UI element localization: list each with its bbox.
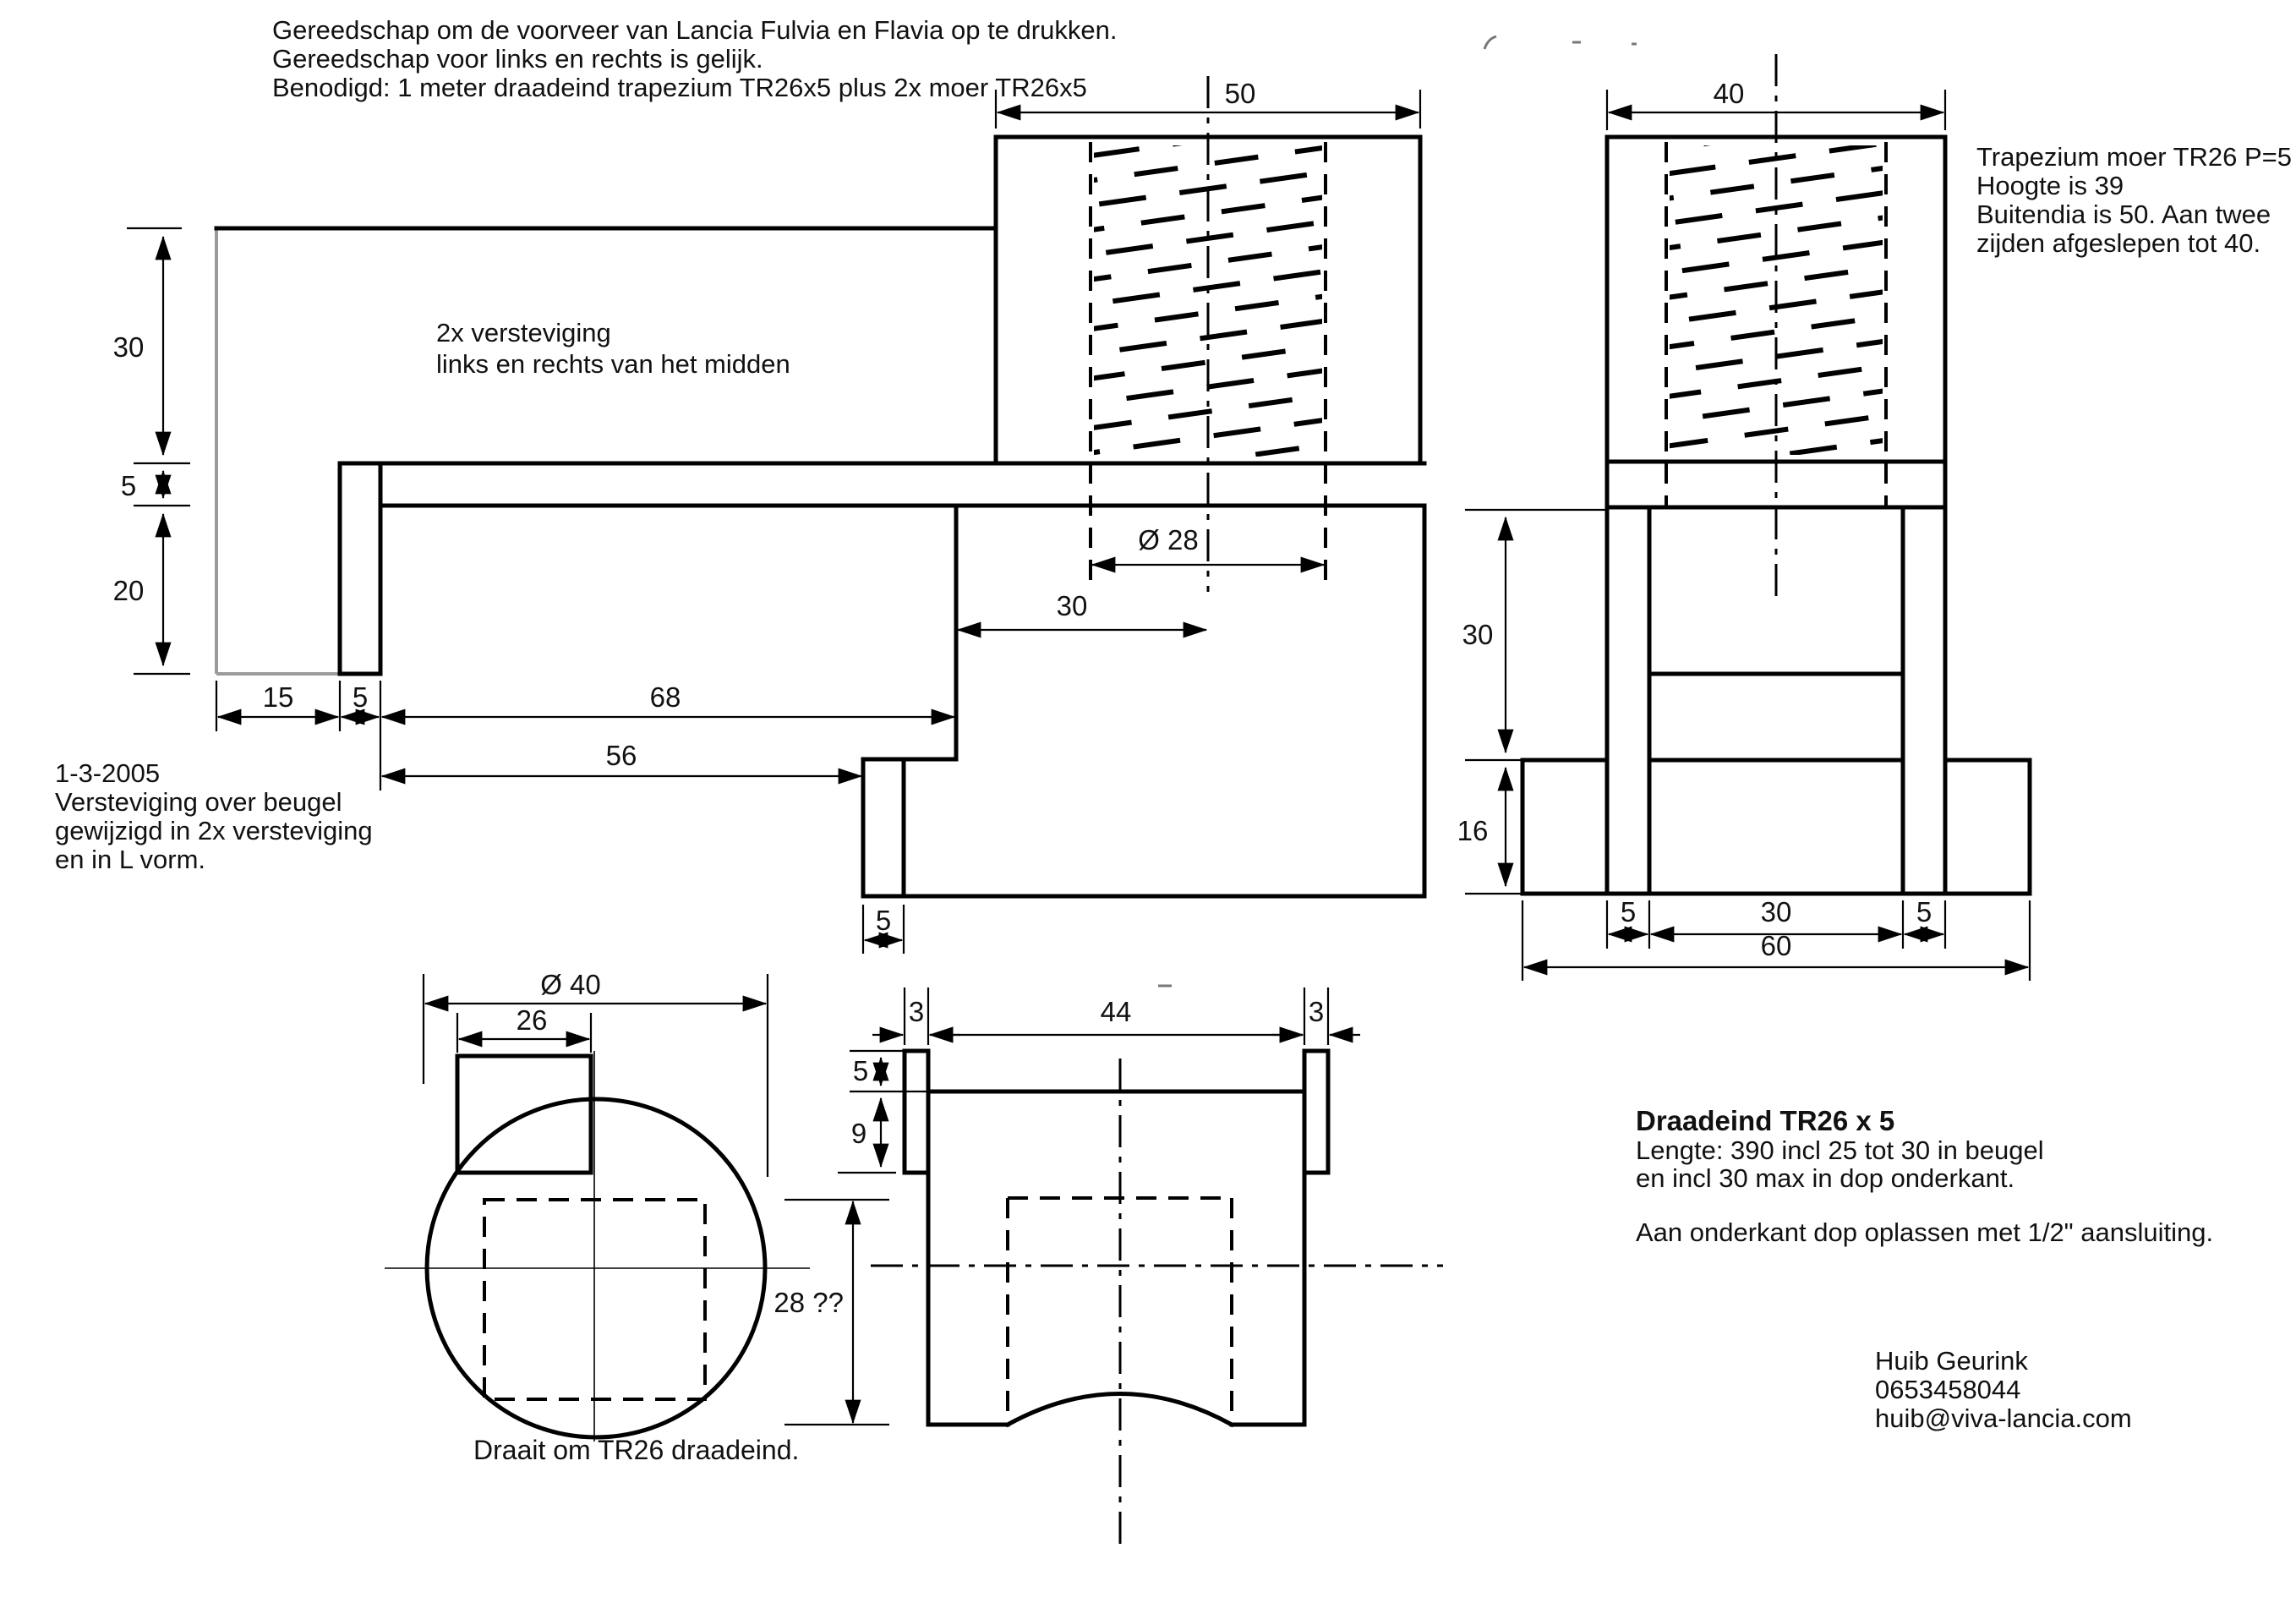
rod-note: Draadeind TR26 x 5 Lengte: 390 incl 25 t… — [1636, 1105, 2213, 1247]
title-line-1: Gereedschap om de voorveer van Lancia Fu… — [272, 15, 1117, 45]
rod-note-line-1: Lengte: 390 incl 25 tot 30 in beugel — [1636, 1135, 2044, 1165]
dim-label-side-68: 68 — [650, 681, 681, 713]
title-block: Gereedschap om de voorveer van Lancia Fu… — [272, 15, 1117, 102]
revision-line-4: en in L vorm. — [55, 845, 205, 874]
dim-label-side-5: 5 — [121, 470, 136, 501]
side-dim-50-ext — [994, 90, 1422, 129]
dim-label-front-40: 40 — [1714, 78, 1745, 109]
front-note-line-4: zijden afgeslepen tot 40. — [1976, 228, 2260, 258]
front-note-line-2: Hoogte is 39 — [1976, 171, 2124, 200]
dim-label-side-30: 30 — [113, 331, 145, 363]
revision-line-1: 1-3-2005 — [55, 758, 160, 788]
dim-label-cap-dia40: Ø 40 — [540, 969, 601, 1000]
dim-label-sec-44: 44 — [1101, 996, 1132, 1027]
revision-note: 1-3-2005 Versteviging over beugel gewijz… — [55, 758, 373, 874]
front-base-block — [1520, 758, 2032, 896]
dim-label-sec-9: 9 — [851, 1118, 866, 1149]
contact-phone: 0653458044 — [1875, 1375, 2020, 1404]
dim-label-front-5l: 5 — [1621, 896, 1636, 927]
dim-label-side-30b: 30 — [1057, 590, 1088, 621]
side-note-line-2: links en rechts van het midden — [436, 349, 790, 379]
front-bottom-dim-ext — [1521, 900, 2031, 981]
front-dim-40-ext — [1605, 90, 1947, 130]
l-reinforcement-outline — [215, 230, 340, 676]
cap-section-centerlines — [871, 1059, 1443, 1547]
cap-26-ext — [456, 1013, 593, 1053]
cap-dia40-ext — [422, 974, 769, 1177]
dim-label-front-60: 60 — [1761, 930, 1792, 961]
rod-note-line-2: en incl 30 max in dop onderkant. — [1636, 1163, 2014, 1193]
title-line-2: Gereedschap voor links en rechts is geli… — [272, 44, 763, 74]
side-note-line-1: 2x versteviging — [436, 318, 611, 347]
dim-label-side-5b: 5 — [353, 681, 368, 713]
dim-label-front-5r: 5 — [1916, 896, 1932, 927]
rod-note-heading: Draadeind TR26 x 5 — [1636, 1105, 1894, 1136]
dim-label-front-16: 16 — [1457, 815, 1489, 846]
cap-section-top-dim-ext — [903, 988, 1330, 1045]
dim-label-front-30: 30 — [1462, 619, 1494, 650]
cap-section-right-lip — [1302, 1048, 1331, 1175]
scan-artifacts — [1483, 35, 1637, 50]
contact-name: Huib Geurink — [1875, 1346, 2028, 1376]
side-view: 30 5 20 50 15 5 68 56 5 Ø 28 30 2x verst… — [113, 76, 1427, 954]
dim-label-sec-3r: 3 — [1309, 996, 1324, 1027]
dim-label-side-15: 15 — [263, 681, 294, 713]
rod-note-line-3: Aan onderkant dop oplassen met 1/2" aans… — [1636, 1217, 2213, 1247]
dim-label-sec-5: 5 — [853, 1055, 868, 1086]
cap-top-view: Ø 40 26 28 ?? Draait om TR26 draadeind. — [385, 969, 889, 1465]
cap-section-view: 3 44 3 5 9 — [838, 984, 1443, 1547]
front-view: 40 30 16 5 30 5 60 Trapezium moer TR26 P… — [1457, 35, 2292, 981]
cap-28-ticks — [784, 1198, 889, 1426]
front-thread-hidden-lines — [1665, 142, 1888, 507]
dim-label-cap-26: 26 — [517, 1004, 548, 1036]
dim-label-side-56: 56 — [606, 740, 637, 771]
title-line-3: Benodigd: 1 meter draadeind trapezium TR… — [272, 73, 1087, 102]
cap-section-walls — [926, 1048, 1307, 1427]
front-plate-bar — [1604, 459, 1948, 510]
front-left-dim-ticks — [1465, 508, 1605, 895]
front-note-line-1: Trapezium moer TR26 P=5 — [1976, 142, 2292, 172]
side-bottom-dim-ext — [215, 681, 382, 791]
side-rib2-dim-ext — [861, 905, 905, 954]
dim-label-side-20: 20 — [113, 575, 145, 606]
cap-section-arc-cutout — [1004, 1392, 1235, 1428]
side-rib-bar — [337, 461, 383, 676]
cap-caption: Draait om TR26 draadeind. — [473, 1435, 799, 1465]
cap-section-left-dim-ticks — [838, 1049, 927, 1174]
dim-label-side-50: 50 — [1225, 78, 1256, 109]
dim-label-side-5c: 5 — [876, 905, 891, 936]
dim-label-cap-28: 28 ?? — [774, 1287, 844, 1318]
contact-block: Huib Geurink 0653458044 huib@viva-lancia… — [1875, 1346, 2132, 1433]
front-note-line-3: Buitendia is 50. Aan twee — [1976, 200, 2271, 229]
cap-section-left-lip — [902, 1048, 931, 1175]
dim-label-front-30b: 30 — [1761, 896, 1792, 927]
dim-label-sec-3l: 3 — [909, 996, 924, 1027]
revision-line-2: Versteviging over beugel — [55, 787, 342, 817]
side-left-dim-ticks — [127, 227, 190, 676]
revision-line-3: gewijzigd in 2x versteviging — [55, 816, 373, 845]
side-lower-block — [861, 503, 1427, 899]
contact-email: huib@viva-lancia.com — [1875, 1403, 2132, 1433]
front-legs — [1604, 505, 1948, 896]
cap-centerlines — [385, 1051, 810, 1442]
side-thread-hidden-lines — [1089, 142, 1327, 583]
cap-square-boss — [455, 1053, 593, 1175]
dim-label-side-dia28: Ø 28 — [1138, 524, 1199, 555]
